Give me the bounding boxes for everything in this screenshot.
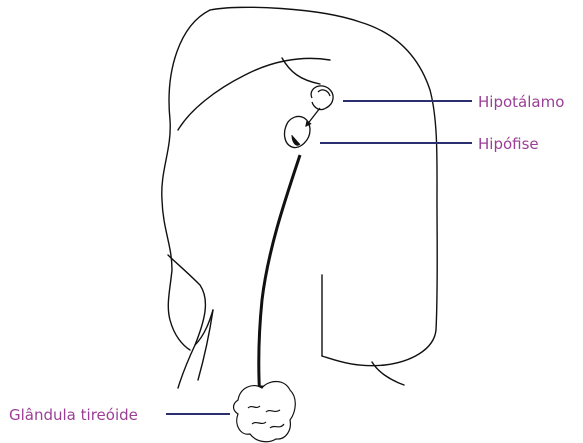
hair-outline	[210, 7, 437, 365]
ear-curve	[282, 58, 320, 84]
label-thyroid: Glândula tireóide	[9, 406, 138, 424]
head-outline	[162, 7, 437, 388]
throat-line	[198, 310, 213, 380]
face-profile	[162, 10, 210, 350]
hormone-arrow	[259, 155, 300, 400]
neck-front	[168, 255, 205, 388]
label-pituitary: Hipófise	[478, 135, 539, 153]
thyroid-shape	[234, 382, 296, 442]
pituitary-shape	[285, 116, 310, 147]
label-hypothalamus: Hipotálamo	[478, 93, 564, 111]
hypothalamus-shape	[311, 86, 333, 110]
arrow-down-icon	[306, 108, 320, 126]
hair-inner-line	[178, 58, 330, 130]
